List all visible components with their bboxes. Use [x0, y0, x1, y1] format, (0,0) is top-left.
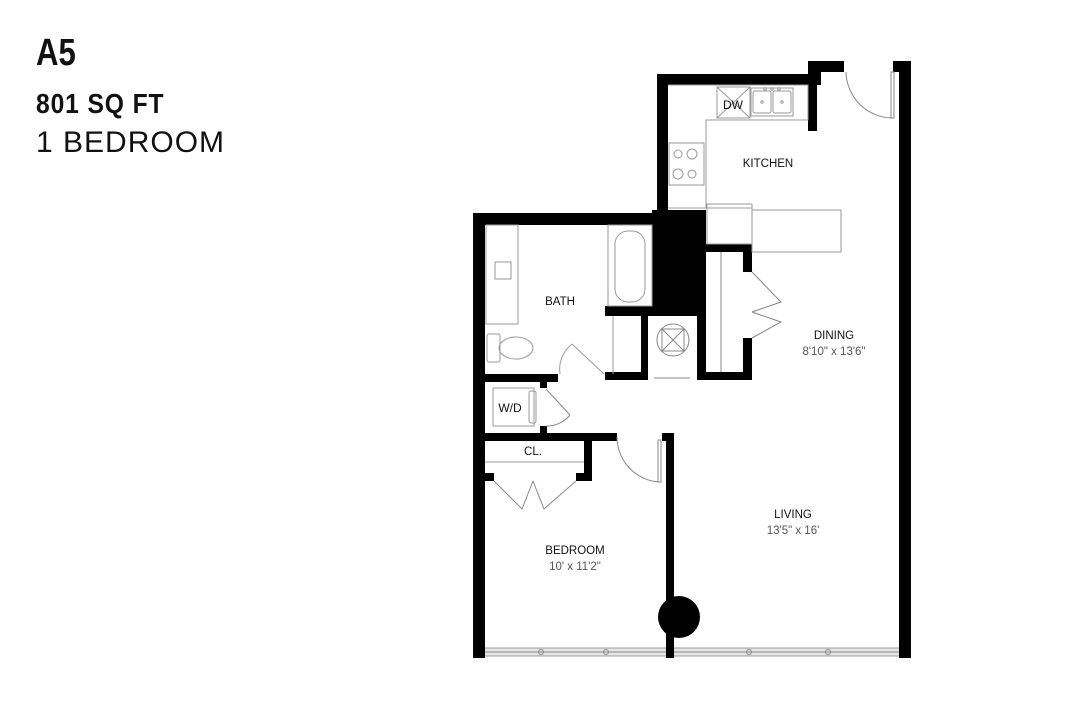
bathtub-icon	[607, 224, 653, 307]
window-strip	[479, 647, 905, 657]
washer-dryer-label: W/D	[498, 401, 522, 415]
dining-label: DINING	[814, 330, 854, 342]
entry-door[interactable]	[845, 71, 895, 119]
bedroom-label: BEDROOM	[545, 545, 604, 557]
closet-bifold-door[interactable]	[493, 480, 577, 510]
toilet-icon	[486, 333, 501, 363]
mechanical-unit-icon	[654, 252, 722, 379]
bath-sink-icon	[494, 261, 512, 280]
washer-dryer-icon	[492, 387, 537, 427]
vanity-icon	[485, 224, 519, 325]
kitchen-island	[751, 209, 842, 253]
wd-door[interactable]	[545, 388, 571, 427]
bedroom-dimensions: 10' x 11'2"	[549, 561, 601, 573]
unit-area: 801 SQ FT	[36, 88, 165, 119]
bath-label: BATH	[545, 296, 575, 308]
pantry-door[interactable]	[751, 271, 783, 339]
kitchen-fixtures	[668, 84, 842, 253]
walls	[473, 61, 911, 658]
refrigerator-icon	[706, 203, 753, 245]
bedroom-door[interactable]	[616, 436, 662, 483]
unit-bedrooms: 1 BEDROOM	[36, 126, 226, 159]
range-icon	[668, 142, 705, 186]
dining-dimensions: 8'10" x 13'6"	[802, 346, 865, 358]
living-label: LIVING	[774, 509, 812, 521]
living-dimensions: 13'5" x 16'	[767, 525, 820, 537]
sink-icon	[750, 87, 794, 117]
dishwasher-icon	[716, 86, 751, 119]
bath-fixtures	[485, 224, 653, 375]
dishwasher-label: DW	[723, 98, 744, 112]
kitchen-label: KITCHEN	[743, 158, 793, 170]
unit-name: A5	[36, 32, 76, 74]
closet-label: CL.	[524, 446, 542, 458]
